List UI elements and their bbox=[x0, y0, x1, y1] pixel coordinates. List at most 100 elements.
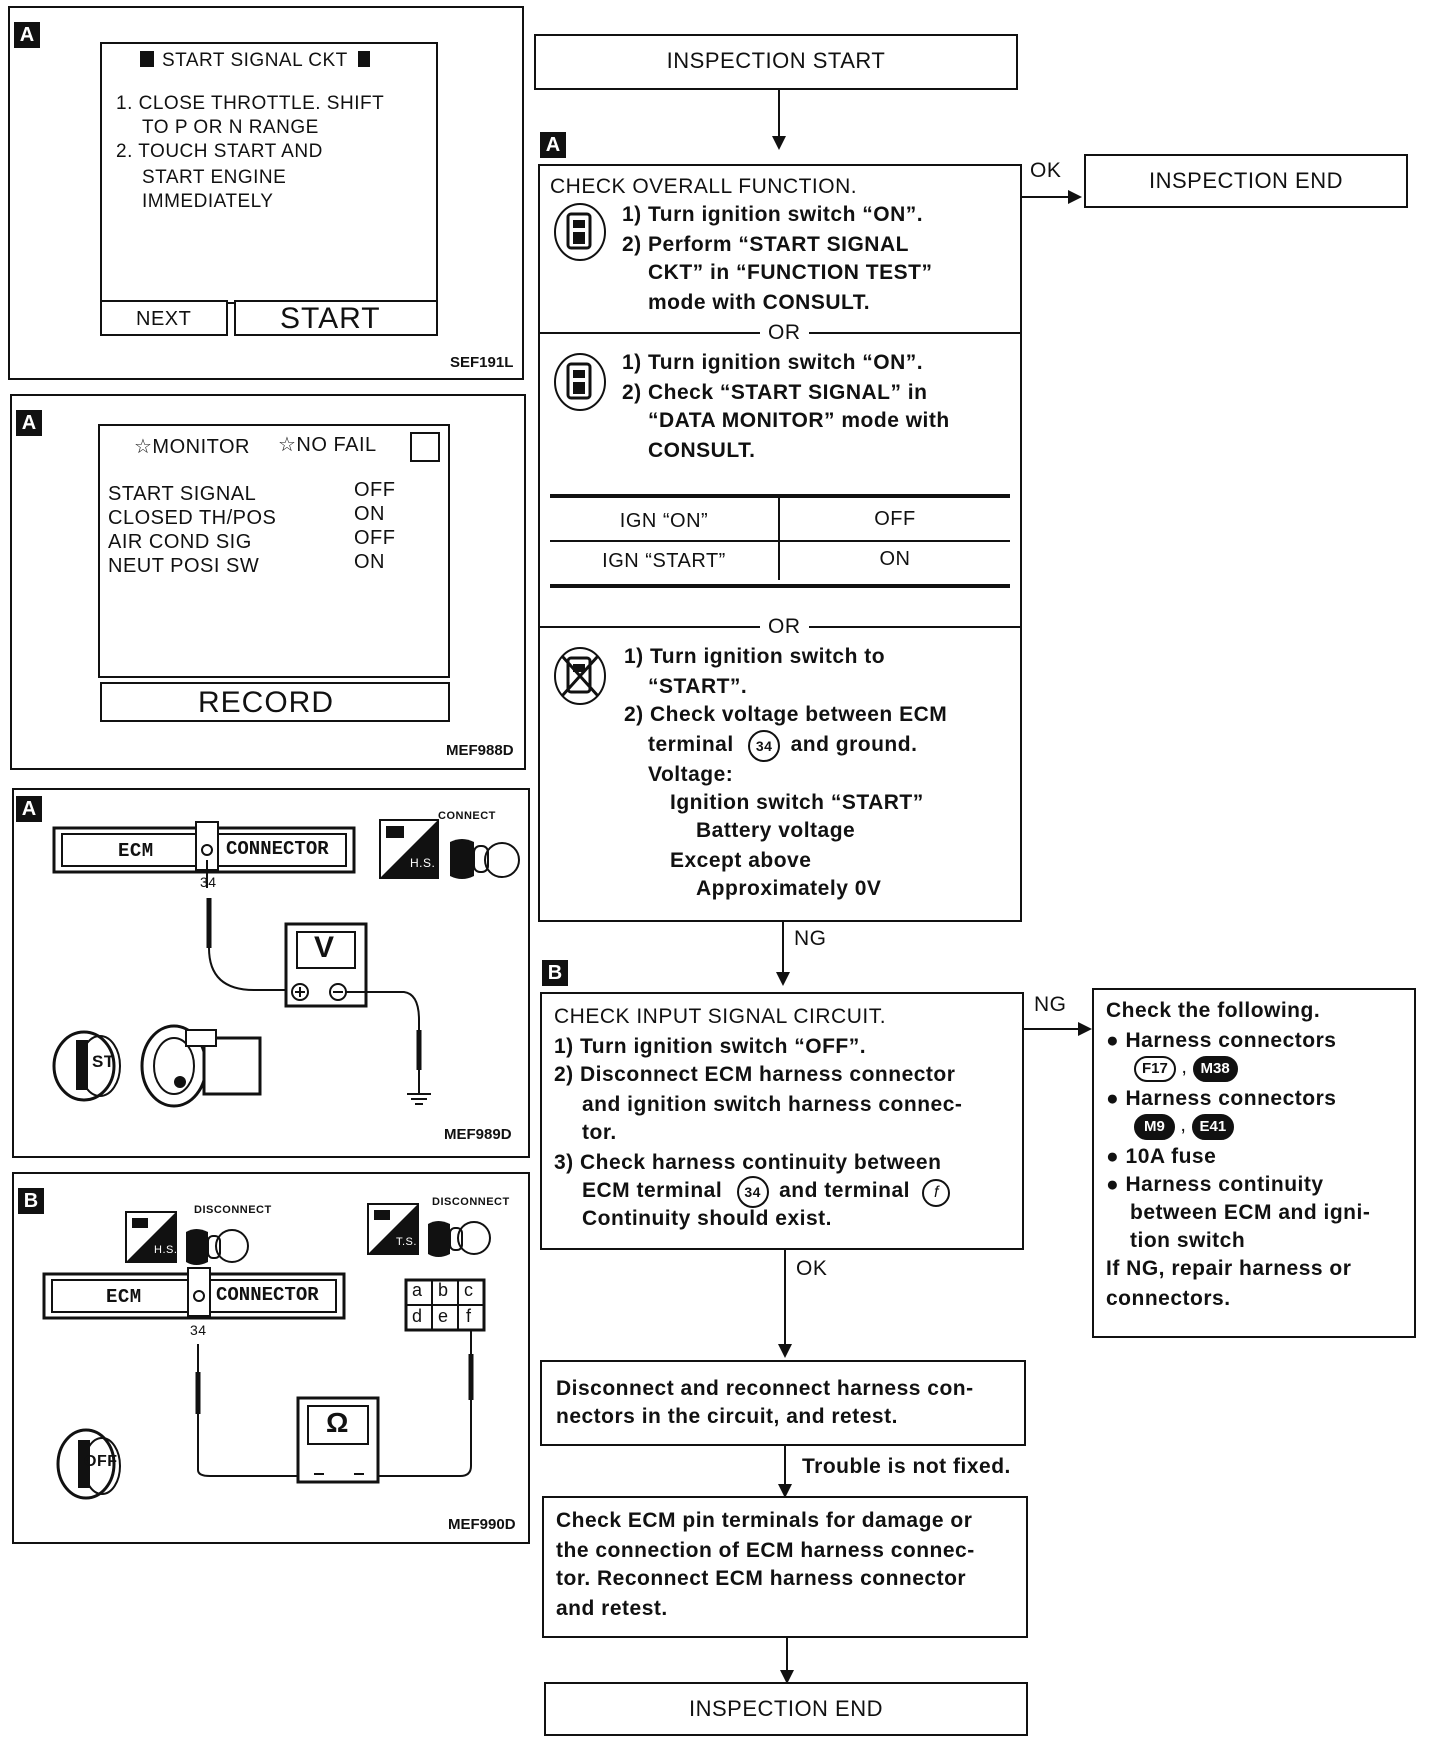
step-line: 3) Check harness continuity between bbox=[554, 1151, 942, 1174]
start-button[interactable]: START bbox=[234, 300, 438, 336]
step-line: Continuity should exist. bbox=[582, 1207, 833, 1230]
terminal-f-icon: f bbox=[922, 1179, 951, 1207]
figure-code: MEF990D bbox=[448, 1516, 516, 1533]
terminal-label: b bbox=[438, 1280, 449, 1300]
flow-arrow bbox=[776, 972, 790, 986]
check-line: tion switch bbox=[1130, 1229, 1246, 1252]
table-cell: OFF bbox=[874, 508, 916, 530]
ecm-label: ECM bbox=[106, 1286, 142, 1308]
flow-arrow bbox=[1068, 190, 1082, 204]
next-button[interactable]: NEXT bbox=[100, 300, 228, 336]
hs-badge-icon bbox=[125, 1211, 177, 1263]
check-overall-function-box: CHECK OVERALL FUNCTION. 1) Turn ignition… bbox=[538, 164, 1022, 922]
flow-arrow bbox=[772, 136, 786, 150]
ng-label: NG bbox=[794, 927, 827, 950]
check-line: ● Harness connectors bbox=[1106, 1087, 1337, 1110]
connector-m38-icon: M38 bbox=[1192, 1056, 1238, 1082]
flow-arrow bbox=[1078, 1022, 1092, 1036]
record-button[interactable]: RECORD bbox=[100, 682, 450, 722]
screen-line: 1. CLOSE THROTTLE. SHIFT bbox=[116, 93, 385, 114]
panel-letter: B bbox=[18, 1188, 44, 1214]
next-label: NEXT bbox=[136, 308, 192, 330]
hs-label: H.S. bbox=[410, 856, 436, 870]
consult-icon bbox=[554, 203, 606, 261]
step-line: 2) Check voltage between ECM bbox=[624, 703, 948, 726]
flow-arrow bbox=[778, 1484, 792, 1498]
step-line: tor. bbox=[582, 1121, 617, 1144]
step-line: 1) Turn ignition switch “ON”. bbox=[622, 203, 924, 226]
step-line: ECM terminal 34 and terminal f bbox=[582, 1176, 951, 1208]
starter-motor-icon bbox=[140, 1024, 262, 1108]
step-line: “START”. bbox=[648, 675, 748, 698]
panel-letter: A bbox=[16, 410, 42, 436]
step-text: ECM terminal bbox=[582, 1179, 723, 1202]
step-line: CKT” in “FUNCTION TEST” bbox=[648, 261, 933, 284]
ground-icon bbox=[407, 1093, 431, 1105]
panel-data-monitor: A ☆MONITOR ☆NO FAIL START SIGNAL OFF CLO… bbox=[10, 394, 526, 770]
inspection-start-box: INSPECTION START bbox=[534, 34, 1018, 90]
connector-e41-icon: E41 bbox=[1191, 1114, 1235, 1140]
signal-value: OFF bbox=[354, 527, 396, 549]
pin-34-icon: 34 bbox=[736, 1176, 769, 1208]
step-line: 2) Check “START SIGNAL” in bbox=[622, 381, 928, 404]
inspection-start-label: INSPECTION START bbox=[666, 48, 886, 73]
ohmmeter-icon bbox=[296, 1396, 380, 1484]
monitor-label: ☆MONITOR bbox=[134, 436, 251, 458]
terminal-label: e bbox=[438, 1306, 449, 1326]
record-checkbox[interactable] bbox=[410, 432, 440, 462]
screen-line: 2. TOUCH START AND bbox=[116, 141, 323, 162]
step-line: Voltage: bbox=[648, 763, 734, 786]
consult-screen: START SIGNAL CKT 1. CLOSE THROTTLE. SHIF… bbox=[100, 42, 438, 304]
ecm-pin-check-box: Check ECM pin terminals for damage or th… bbox=[542, 1496, 1028, 1638]
panel-function-test: A START SIGNAL CKT 1. CLOSE THROTTLE. SH… bbox=[8, 6, 524, 380]
inspection-end-box: INSPECTION END bbox=[1084, 154, 1408, 208]
inspection-end-label: INSPECTION END bbox=[1148, 168, 1344, 193]
box-line: Disconnect and reconnect harness con- bbox=[556, 1377, 974, 1400]
signal-table: IGN “ON” OFF IGN “START” ON bbox=[550, 494, 1010, 588]
figure-code: MEF989D bbox=[444, 1126, 512, 1143]
signal-name: START SIGNAL bbox=[108, 483, 257, 505]
step-line: mode with CONSULT. bbox=[648, 291, 871, 314]
or-divider: OR bbox=[760, 612, 809, 642]
flow-arrow bbox=[778, 1344, 792, 1358]
ng-label: NG bbox=[1034, 993, 1067, 1016]
box-line: and retest. bbox=[556, 1597, 668, 1620]
disconnect-plug-icon bbox=[428, 1221, 491, 1257]
ignition-key-icon bbox=[56, 1428, 121, 1500]
panel-voltage-check: A bbox=[12, 788, 530, 1158]
table-cell: IGN “ON” bbox=[619, 510, 709, 532]
box-line: Check ECM pin terminals for damage or bbox=[556, 1509, 973, 1532]
box-line: the connection of ECM harness connec- bbox=[556, 1539, 975, 1562]
meter-symbol: V bbox=[314, 931, 335, 964]
start-label: START bbox=[280, 302, 381, 335]
check-following-box: Check the following. ● Harness connector… bbox=[1092, 988, 1416, 1338]
terminal-label: d bbox=[412, 1306, 423, 1326]
disconnect-label: DISCONNECT bbox=[432, 1196, 510, 1208]
signal-name: CLOSED TH/POS bbox=[108, 507, 277, 529]
voltage-circuit-diagram bbox=[52, 819, 520, 1108]
step-line: “DATA MONITOR” mode with bbox=[648, 409, 950, 432]
ok-label: OK bbox=[1030, 159, 1062, 182]
screen-line: TO P OR N RANGE bbox=[142, 117, 319, 138]
figure-code: SEF191L bbox=[450, 354, 514, 371]
box-line: nectors in the circuit, and retest. bbox=[556, 1405, 898, 1428]
step-line: 2) Disconnect ECM harness connector bbox=[554, 1063, 956, 1086]
step-line: Approximately 0V bbox=[696, 877, 882, 900]
disconnect-label: DISCONNECT bbox=[194, 1204, 272, 1216]
terminal-label: c bbox=[464, 1280, 474, 1300]
step-line: Except above bbox=[670, 849, 812, 872]
check-input-signal-box: CHECK INPUT SIGNAL CIRCUIT. 1) Turn igni… bbox=[540, 992, 1024, 1250]
panel-letter: A bbox=[14, 22, 40, 48]
step-title: CHECK OVERALL FUNCTION. bbox=[550, 175, 858, 198]
step-line: Battery voltage bbox=[696, 819, 856, 842]
inspection-end-box: INSPECTION END bbox=[544, 1682, 1028, 1736]
check-line: If NG, repair harness or bbox=[1106, 1257, 1352, 1280]
ok-label: OK bbox=[796, 1257, 828, 1280]
or-divider: OR bbox=[760, 318, 809, 348]
connector-f17-icon: F17 bbox=[1134, 1056, 1176, 1082]
meter-symbol: Ω bbox=[326, 1407, 349, 1438]
hs-label: H.S. bbox=[154, 1244, 178, 1256]
step-title: CHECK INPUT SIGNAL CIRCUIT. bbox=[554, 1005, 887, 1028]
check-line: ● Harness connectors bbox=[1106, 1029, 1337, 1052]
step-line: CONSULT. bbox=[648, 439, 756, 462]
